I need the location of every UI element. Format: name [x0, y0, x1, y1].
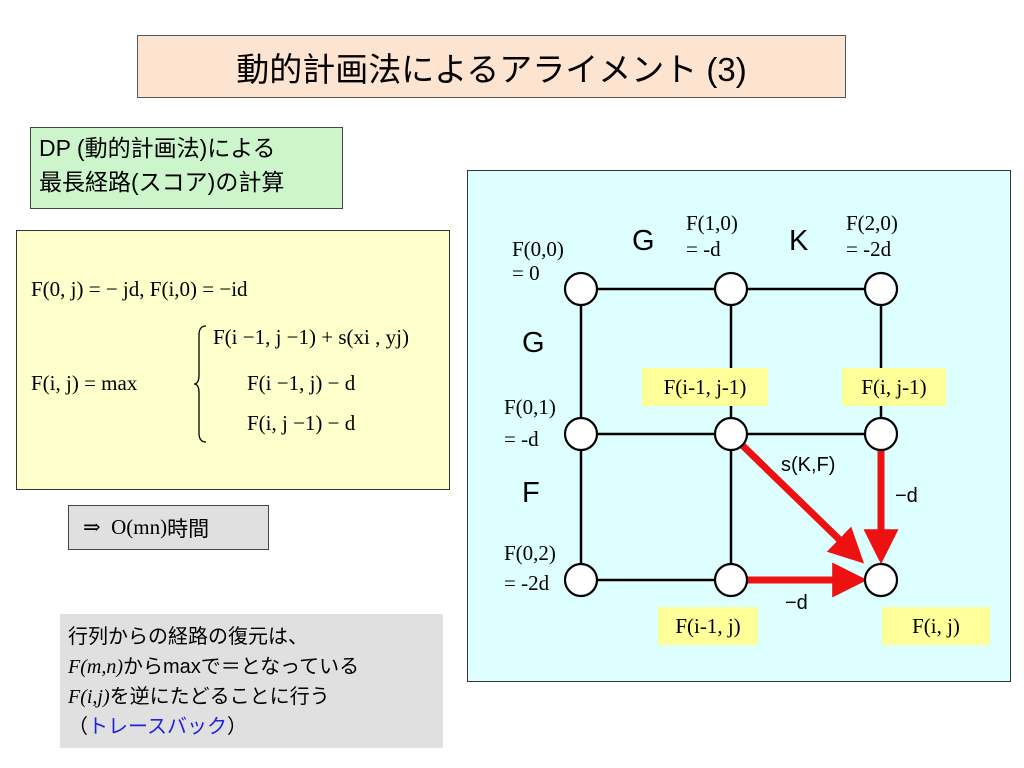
node-2-2	[863, 562, 899, 598]
traceback-note: 行列からの経路の復元は、 F(m,n)からmaxで＝となっている F(i,j)を…	[60, 614, 443, 748]
formula-case-vertical: F(i −1, j) − d	[247, 371, 356, 395]
note-fij: F(i,j)	[68, 686, 110, 708]
edge-label-horizontal: −d	[785, 592, 808, 614]
edge-label-diagonal: s(K,F)	[781, 454, 836, 476]
node-1-0	[713, 271, 749, 307]
complexity-box: ⇒ O(mn) 時間	[68, 505, 269, 550]
label-f01-value: = -d	[504, 427, 539, 451]
label-f10-value: = -d	[686, 237, 721, 261]
dp-grid-diagram	[563, 271, 899, 598]
cell-left-label: F(i-1, j)	[658, 607, 758, 645]
note-line1: 行列からの経路の復元は、	[68, 626, 308, 648]
implies-arrow: ⇒	[83, 515, 101, 539]
formula-boundary: F(0, j) = − jd, F(i,0) = −id	[31, 277, 248, 301]
formula-lhs: F(i, j) = max	[31, 371, 138, 395]
dp-grid-panel: F(0,0) = 0 F(1,0) = -d F(2,0) = -2d F(0,…	[467, 170, 1011, 682]
label-f02-value: = -2d	[504, 571, 550, 595]
cell-current-label: F(i, j)	[882, 607, 990, 645]
note-line2-text: からmaxで＝となっている	[122, 656, 360, 678]
cell-diagonal-label: F(i-1, j-1)	[642, 368, 768, 406]
edge-label-vertical: −d	[895, 485, 918, 507]
recurrence-formula-box: F(0, j) = − jd, F(i,0) = −id F(i, j) = m…	[16, 230, 450, 490]
dp-arrows	[740, 443, 899, 598]
dp-heading-line2: 最長経路(スコア)の計算	[39, 169, 285, 195]
node-1-1	[713, 416, 749, 452]
cell-up-label: F(i, j-1)	[842, 368, 946, 406]
label-f00-value: = 0	[512, 261, 540, 285]
node-2-1	[863, 416, 899, 452]
label-f00-name: F(0,0)	[512, 237, 564, 261]
note-line4: （トレースバック）	[68, 712, 443, 742]
note-line3: F(i,j)を逆にたどることに行う	[68, 682, 443, 712]
node-0-1	[563, 416, 599, 452]
col-letter-k: K	[789, 225, 809, 257]
node-1-2	[713, 562, 749, 598]
grid-nodes	[563, 271, 899, 598]
diagonal-arrow	[740, 443, 865, 564]
formula-case-horizontal: F(i, j −1) − d	[247, 411, 356, 435]
row-letter-f: F	[522, 477, 540, 509]
row-letter-g: G	[522, 327, 545, 359]
label-f01-name: F(0,1)	[504, 395, 556, 419]
complexity-unit: 時間	[167, 517, 210, 541]
traceback-term: トレースバック	[88, 716, 227, 738]
complexity-expr: O(mn)	[111, 515, 168, 539]
formula-brace	[193, 325, 207, 443]
label-f10-name: F(1,0)	[686, 211, 738, 235]
label-f20-name: F(2,0)	[846, 211, 898, 235]
formula-case-diagonal: F(i −1, j −1) + s(xi , yj)	[213, 325, 409, 349]
dp-heading-box: DP (動的計画法)による 最長経路(スコア)の計算	[30, 127, 343, 209]
dp-heading-line1: DP (動的計画法)による	[39, 135, 276, 161]
node-0-0	[563, 271, 599, 307]
label-f02-name: F(0,2)	[504, 541, 556, 565]
note-line3-text: を逆にたどることに行う	[109, 686, 330, 708]
page-title: 動的計画法によるアライメント (3)	[137, 35, 846, 98]
label-f20-value: = -2d	[846, 237, 892, 261]
note-fmn: F(m,n)	[68, 656, 123, 678]
note-open-paren: （	[68, 716, 88, 738]
node-0-2	[563, 562, 599, 598]
note-close-paren: ）	[227, 716, 247, 738]
col-letter-g: G	[632, 225, 655, 257]
note-line2: F(m,n)からmaxで＝となっている	[68, 652, 443, 682]
page-title-text: 動的計画法によるアライメント (3)	[236, 50, 747, 88]
node-2-0	[863, 271, 899, 307]
